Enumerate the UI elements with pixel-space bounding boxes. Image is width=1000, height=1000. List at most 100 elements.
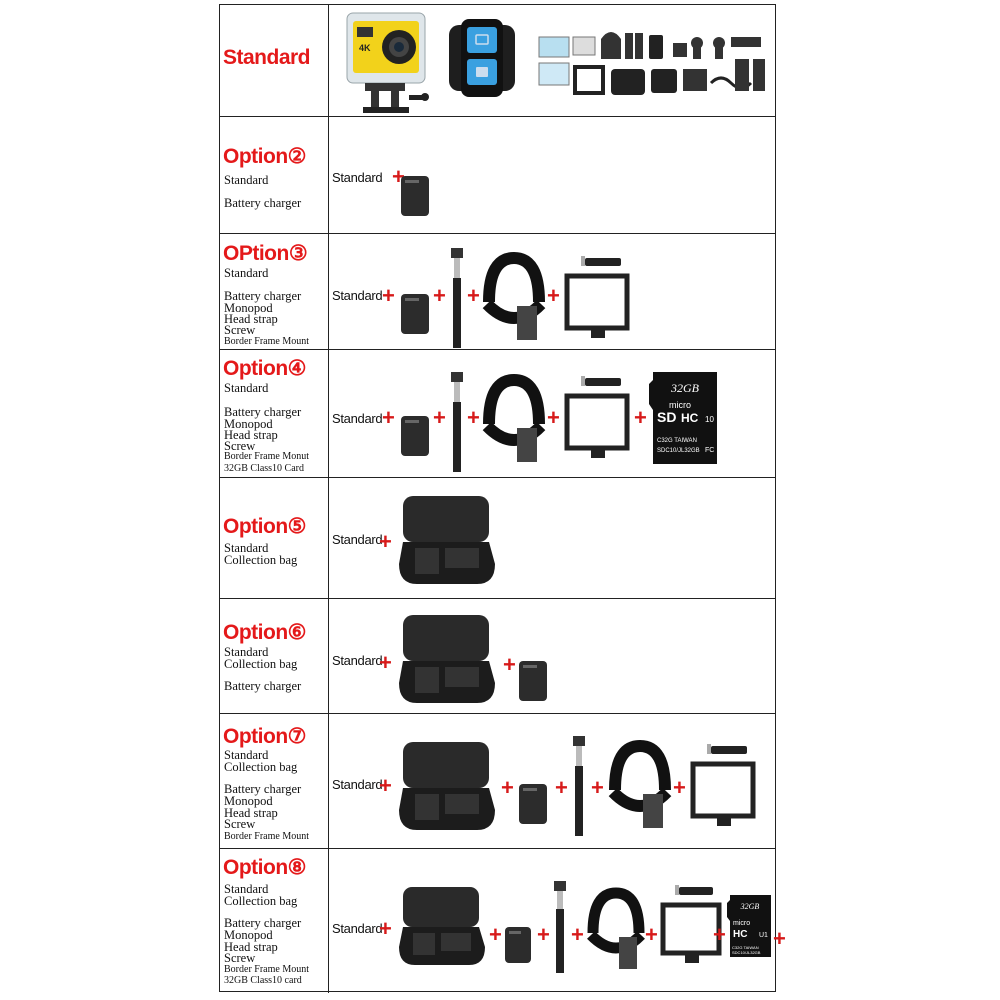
monopod-image (573, 736, 585, 836)
plus-sign: + (645, 922, 658, 947)
action-camera-image: 4K (346, 12, 429, 113)
label-cell: Standard (220, 5, 328, 116)
row-option-6: Option⑥ Standard Collection bag Battery … (220, 599, 775, 714)
head-strap-image (587, 887, 645, 969)
sd-brand: micro (669, 400, 691, 410)
row-title: Option⑤ (223, 515, 306, 538)
plus-sign: + (634, 405, 647, 430)
options-table: Standard 4K (219, 4, 786, 993)
border-frame-mount-image (564, 256, 630, 338)
camera-4k-label: 4K (359, 43, 371, 53)
row-option-8: Option⑧ Standard Collection bag Battery … (220, 849, 786, 993)
plus-sign: + (379, 773, 392, 798)
monopod-image (554, 881, 566, 973)
item-label: Border Frame Mount (224, 336, 309, 347)
sd-id: C32G TAIWAN (732, 945, 759, 950)
item-label: Standard (224, 748, 269, 762)
row-title: OPtion③ (223, 242, 308, 265)
item-label: Standard (224, 882, 269, 896)
item-label: Head strap (224, 428, 278, 442)
battery-charger-image (401, 294, 429, 334)
item-label: Screw (224, 817, 256, 831)
plus-sign: + (503, 652, 516, 677)
content-cell: Standard + (329, 478, 775, 598)
sd-code: SDC10/JL32GB (732, 950, 761, 955)
plus-sign: + (501, 775, 514, 800)
plus-sign: + (673, 775, 686, 800)
item-label: Head strap (224, 940, 278, 954)
label-cell: Option② Standard Battery charger (220, 117, 328, 233)
plus-sign: + (379, 916, 392, 941)
plus-sign: + (547, 283, 560, 308)
label-cell: Option④ Standard Battery charger Monopod… (220, 350, 328, 477)
accessories-kit-image (538, 32, 765, 95)
item-label: 32GB Class10 card (224, 975, 302, 986)
plus-sign: + (537, 922, 550, 947)
label-cell: Option⑧ Standard Collection bag Battery … (220, 849, 328, 993)
item-label: Border Frame Mount (224, 964, 309, 975)
row-option-3: OPtion③ Standard Battery charger Monopod… (220, 234, 775, 350)
head-strap-image (608, 740, 672, 828)
label-cell: Option⑤ Standard Collection bag (220, 478, 328, 598)
sd-line2: HC (733, 929, 747, 940)
sd-fc: FC (705, 447, 714, 454)
border-frame-mount-image (564, 376, 630, 458)
item-label: Collection bag (224, 760, 298, 774)
item-label: 32GB Class10 Card (224, 463, 304, 474)
item-label: Collection bag (224, 553, 298, 567)
item-label: Standard (224, 541, 269, 555)
row-title: Option⑦ (223, 725, 306, 748)
row-option-5: Option⑤ Standard Collection bag Standard… (220, 478, 775, 599)
remote-control-image (449, 19, 515, 97)
plus-sign: + (433, 283, 446, 308)
row-title: Option④ (223, 357, 306, 380)
sd-class: 10 (705, 415, 714, 424)
plus-sign: + (382, 283, 395, 308)
row-option-4: Option④ Standard Battery charger Monopod… (220, 350, 775, 478)
battery-charger-image (519, 784, 547, 824)
item-label: Screw (224, 439, 256, 453)
sd-brand: micro (733, 920, 750, 927)
sd-card-image: 32GB micro SD HC 10 C32G TAIWAN SDC10/JL… (649, 372, 717, 464)
head-strap-image (482, 374, 546, 462)
plus-sign: + (591, 775, 604, 800)
monopod-image (451, 248, 463, 348)
label-cell: Option⑦ Standard Collection bag Battery … (220, 714, 328, 848)
item-label: Battery charger (224, 916, 302, 930)
label-cell: Option⑥ Standard Collection bag Battery … (220, 599, 328, 713)
battery-charger-image (401, 176, 429, 216)
sd-uhs: U1 (759, 932, 768, 939)
row-option-2: Option② Standard Battery charger Standar… (220, 117, 775, 234)
collection-bag-image (399, 742, 495, 830)
plus-sign: + (379, 529, 392, 554)
item-label: Collection bag (224, 657, 298, 671)
plus-sign: + (773, 926, 786, 951)
content-cell: Standard + + + + (329, 350, 775, 477)
sd-card-image: 32GB micro HC U1 C32G TAIWAN SDC10/JL32G… (727, 895, 771, 957)
item-label: Monopod (224, 301, 273, 315)
content-cell: Standard + (329, 117, 775, 233)
item-label: Screw (224, 951, 256, 965)
sd-id: C32G TAIWAN (657, 438, 697, 444)
battery-charger-image (401, 416, 429, 456)
item-label: Battery charger (224, 679, 302, 693)
content-cell: Standard + + + + (329, 714, 775, 848)
label-cell: OPtion③ Standard Battery charger Monopod… (220, 234, 328, 349)
standard-text: Standard (332, 288, 383, 303)
item-label: Battery charger (224, 196, 302, 210)
content-cell: Standard + + + + (329, 234, 775, 349)
content-cell: Standard + + + + (329, 849, 786, 993)
battery-charger-image (505, 927, 531, 963)
plus-sign: + (713, 922, 726, 947)
row-option-7: Option⑦ Standard Collection bag Battery … (220, 714, 775, 849)
item-label: Border Frame Monut (224, 451, 309, 462)
standard-text: Standard (332, 921, 383, 936)
head-strap-image (482, 252, 546, 340)
sd-line2: HC (681, 411, 699, 425)
plus-sign: + (489, 922, 502, 947)
border-frame-mount-image (660, 885, 722, 963)
sd-line1: SD (657, 409, 676, 425)
item-label: Monopod (224, 794, 273, 808)
standard-text: Standard (332, 653, 383, 668)
monopod-image (451, 372, 463, 472)
